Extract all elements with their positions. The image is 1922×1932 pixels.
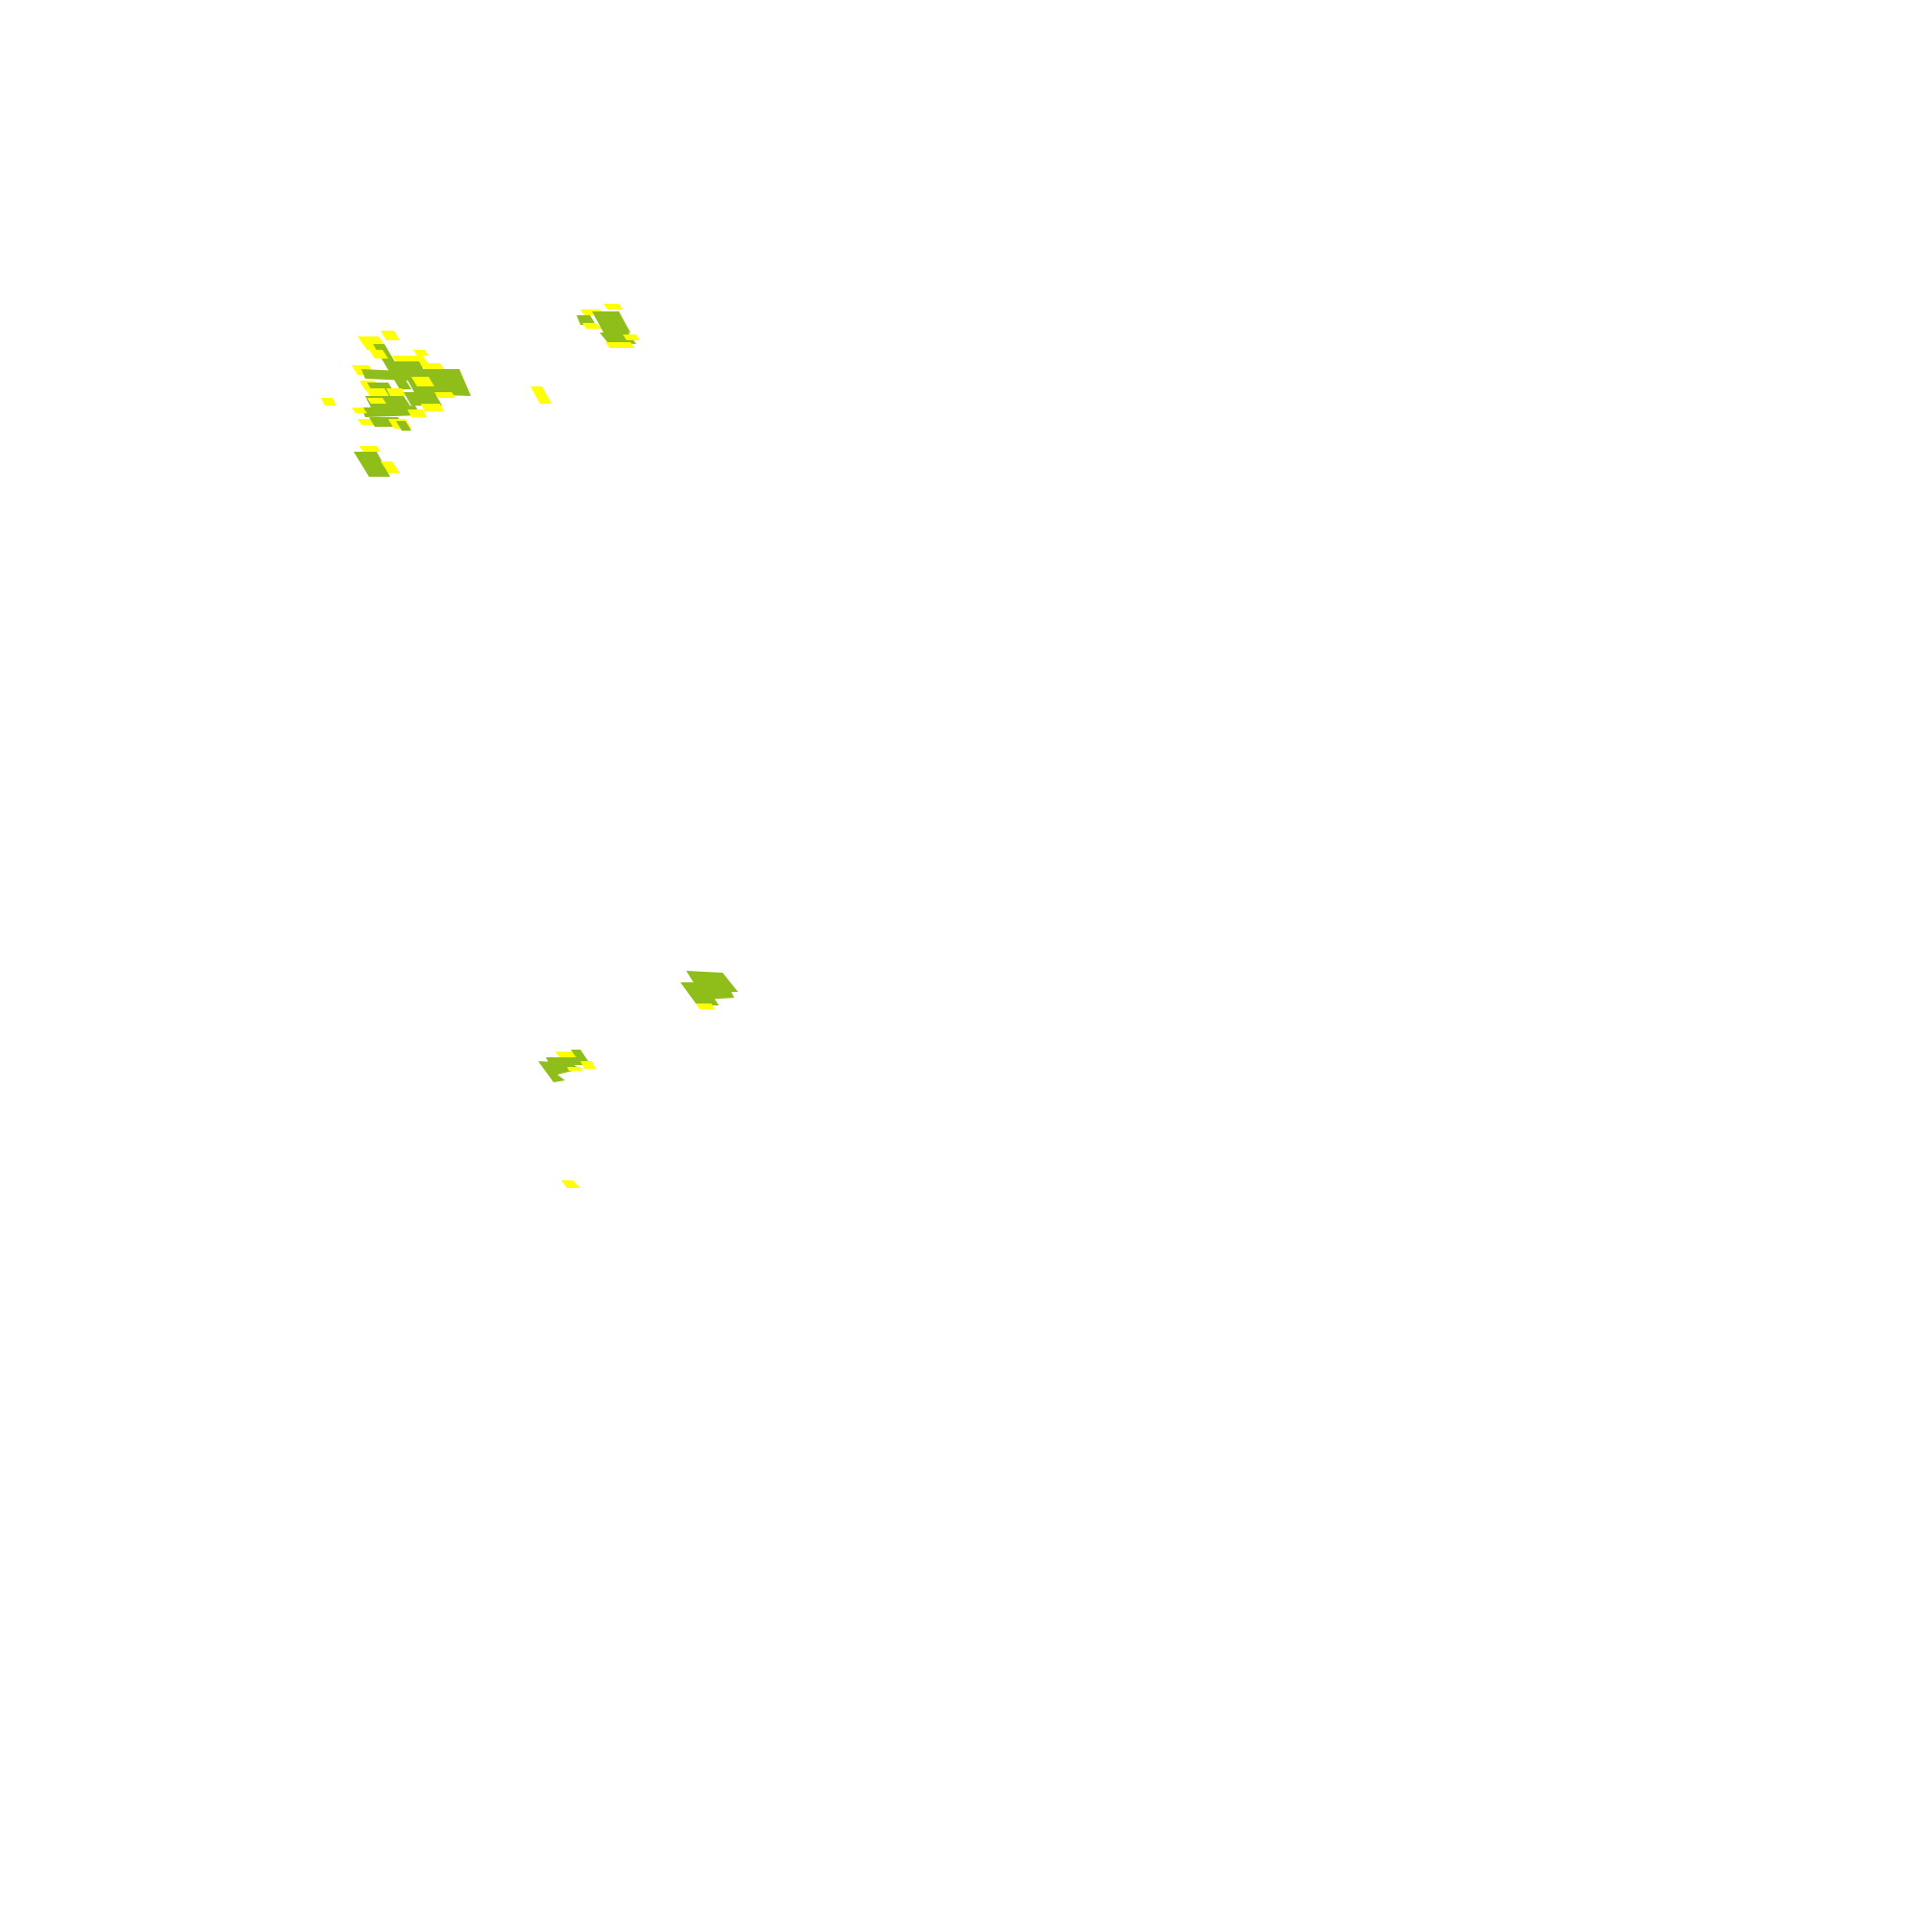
patch-cell xyxy=(357,419,375,425)
patch-cell xyxy=(623,334,640,340)
patch-cell xyxy=(365,388,390,398)
patch-cell xyxy=(354,452,390,477)
patch-cell xyxy=(555,1052,577,1057)
patch-cell xyxy=(361,369,409,381)
patch-cell xyxy=(592,311,630,333)
patch-cell xyxy=(386,388,406,396)
patch-cluster-g xyxy=(538,1050,596,1082)
patch-cell xyxy=(434,392,456,398)
patch-cell xyxy=(321,398,336,406)
patch-cell xyxy=(407,409,427,417)
patch-cluster-a xyxy=(352,331,471,431)
patch-cell xyxy=(381,461,400,473)
patch-cell xyxy=(604,304,623,310)
patch-cell xyxy=(684,984,719,1005)
patch-cell xyxy=(361,406,421,417)
patch-cluster-f xyxy=(680,971,738,1009)
patch-cell xyxy=(402,369,471,396)
patch-cell xyxy=(421,363,444,369)
patch-cell xyxy=(580,1061,596,1069)
patch-cell xyxy=(696,1003,715,1009)
patch-cell xyxy=(369,350,388,359)
patch-cell xyxy=(413,350,429,356)
patch-cell xyxy=(411,377,434,386)
patch-cell xyxy=(381,331,400,340)
patch-cell xyxy=(367,398,386,404)
patch-cell xyxy=(421,404,444,411)
patch-cell xyxy=(396,421,411,431)
patch-cell xyxy=(577,315,596,325)
patch-cluster-b xyxy=(321,398,336,406)
patch-cell xyxy=(605,342,634,348)
patch-cell xyxy=(530,386,552,404)
patch-cell xyxy=(538,1061,580,1082)
patch-cluster-h xyxy=(561,1180,580,1188)
patch-cell xyxy=(359,446,381,452)
patch-cell xyxy=(567,1067,582,1071)
patch-cluster-c xyxy=(354,446,400,477)
patch-cluster-d xyxy=(577,304,640,348)
patch-cell xyxy=(582,323,602,329)
patch-cell xyxy=(352,408,367,413)
patch-cell xyxy=(561,1180,580,1188)
patch-cell xyxy=(404,392,442,406)
patch-cell xyxy=(571,1050,588,1061)
patch-cluster-e xyxy=(530,386,552,404)
